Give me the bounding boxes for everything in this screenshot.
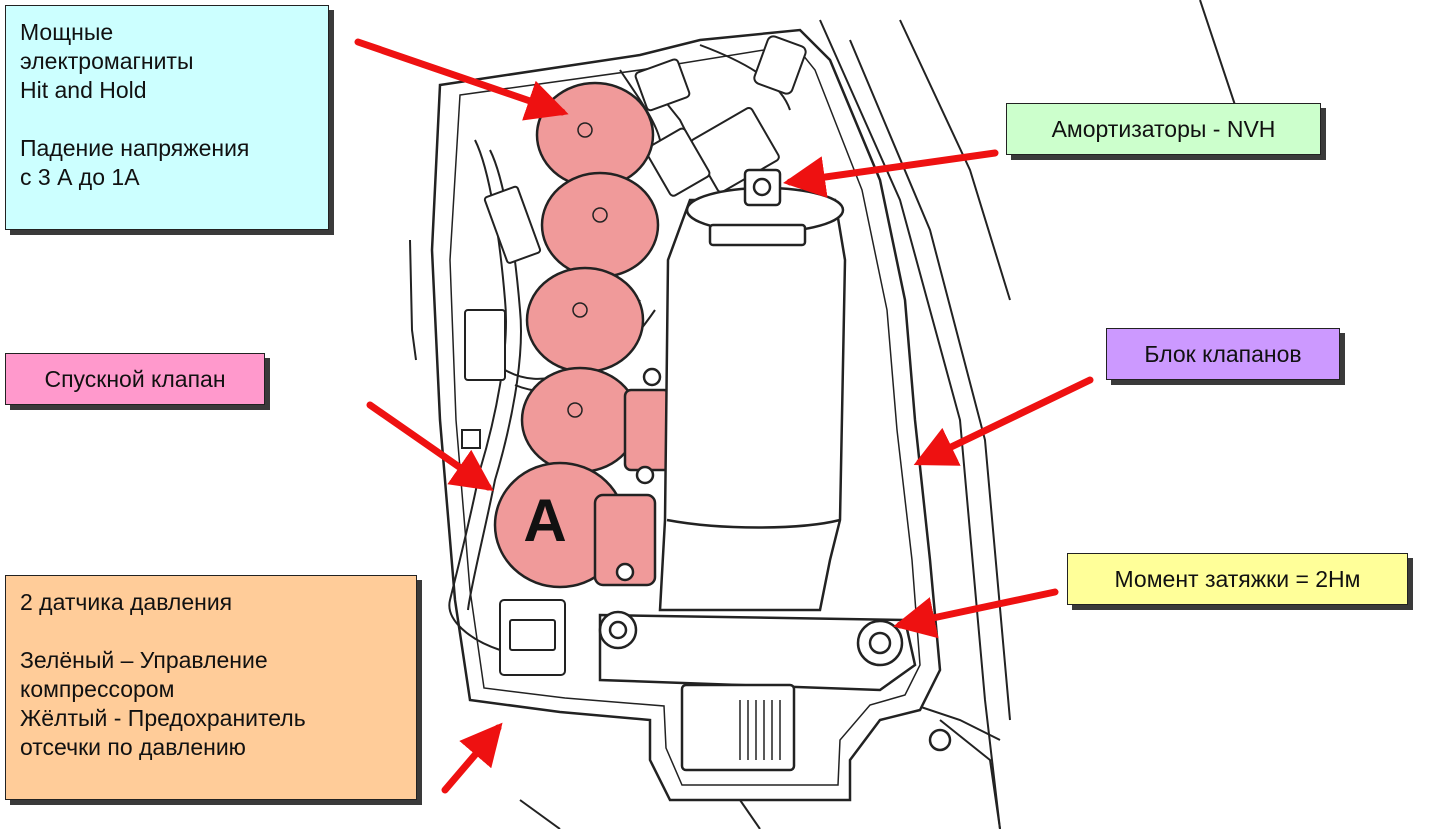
body-panel-lines	[409, 0, 1241, 829]
arrow-solenoids	[354, 38, 569, 121]
valve-a-marker: A	[523, 487, 567, 554]
solenoids-callout: Мощные электромагниты Hit and Hold Паден…	[5, 5, 329, 230]
solenoids-line-1: Мощные	[20, 19, 114, 45]
solenoid-dots	[567, 122, 608, 418]
solenoid-4	[520, 366, 640, 474]
sensors-line-4: Жёлтый - Предохранитель	[20, 705, 306, 731]
solenoids-line-2: электромагниты	[20, 48, 194, 74]
solenoid-3	[525, 266, 645, 374]
sensors-callout: 2 датчика давления Зелёный – Управление …	[5, 575, 417, 800]
connectors	[461, 35, 807, 676]
solenoid-stack	[493, 81, 672, 589]
arrow-torque	[893, 588, 1059, 639]
solenoids-line-5: с 3 А до 1А	[20, 164, 140, 190]
exhaust-valve-callout: Спускной клапан	[5, 353, 265, 405]
solenoid-2	[540, 171, 660, 279]
dampers-callout: Амортизаторы - NVH	[1006, 103, 1321, 155]
arrow-dampers	[783, 149, 999, 198]
solenoids-line-3: Hit and Hold	[20, 77, 147, 103]
torque-callout: Момент затяжки = 2Нм	[1067, 553, 1408, 605]
sensors-line-1: 2 датчика давления	[20, 589, 233, 615]
mounting-bracket	[598, 367, 952, 772]
sensors-line-5: отсечки по давлению	[20, 734, 246, 760]
arrow-valve-block	[913, 376, 1094, 466]
solenoids-line-4: Падение напряжения	[20, 135, 250, 161]
valve-block-callout: Блок клапанов	[1106, 328, 1340, 380]
callout-arrows	[354, 38, 1094, 794]
sensors-line-3: компрессором	[20, 676, 175, 702]
dryer-cylinder	[658, 168, 847, 612]
solenoid-1	[535, 81, 655, 189]
sensors-line-2: Зелёный – Управление	[20, 647, 268, 673]
arrow-exhaust-valve	[366, 401, 494, 491]
arrow-sensors	[441, 722, 503, 794]
